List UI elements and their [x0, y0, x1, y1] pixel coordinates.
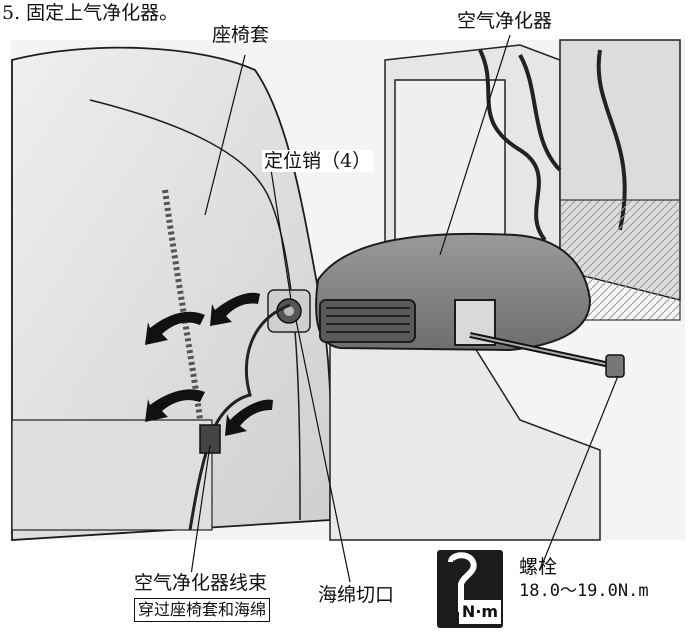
torque-unit-text: N·m: [459, 600, 501, 624]
leader-lines: [189, 34, 619, 583]
label-locating-pin: 定位销（4）: [262, 150, 374, 172]
label-seat-cover: 座椅套: [212, 24, 270, 46]
label-harness-note: 穿过座椅套和海绵: [134, 598, 271, 622]
harness-connector: [199, 424, 221, 454]
label-bolt: 螺栓: [519, 556, 558, 578]
label-air-purifier: 空气净化器: [455, 10, 555, 32]
seat-seam: [89, 99, 301, 521]
seat-cushion: [11, 419, 213, 531]
air-purifier-body: [315, 232, 592, 352]
torque-wrench-icon: N·m: [437, 550, 503, 628]
step-heading: 5. 固定上气净化器。: [2, 2, 179, 24]
label-harness: 空气净化器线束: [132, 572, 270, 594]
bolt: [469, 332, 625, 378]
locating-pin-mount: [267, 289, 311, 333]
arrow-icon: [145, 292, 273, 436]
label-sponge-cut: 海绵切口: [316, 584, 397, 606]
harness-wire: [208, 303, 291, 441]
seat-cover-edge: [162, 189, 213, 501]
label-torque: 18.0～19.0N.m: [519, 581, 649, 601]
